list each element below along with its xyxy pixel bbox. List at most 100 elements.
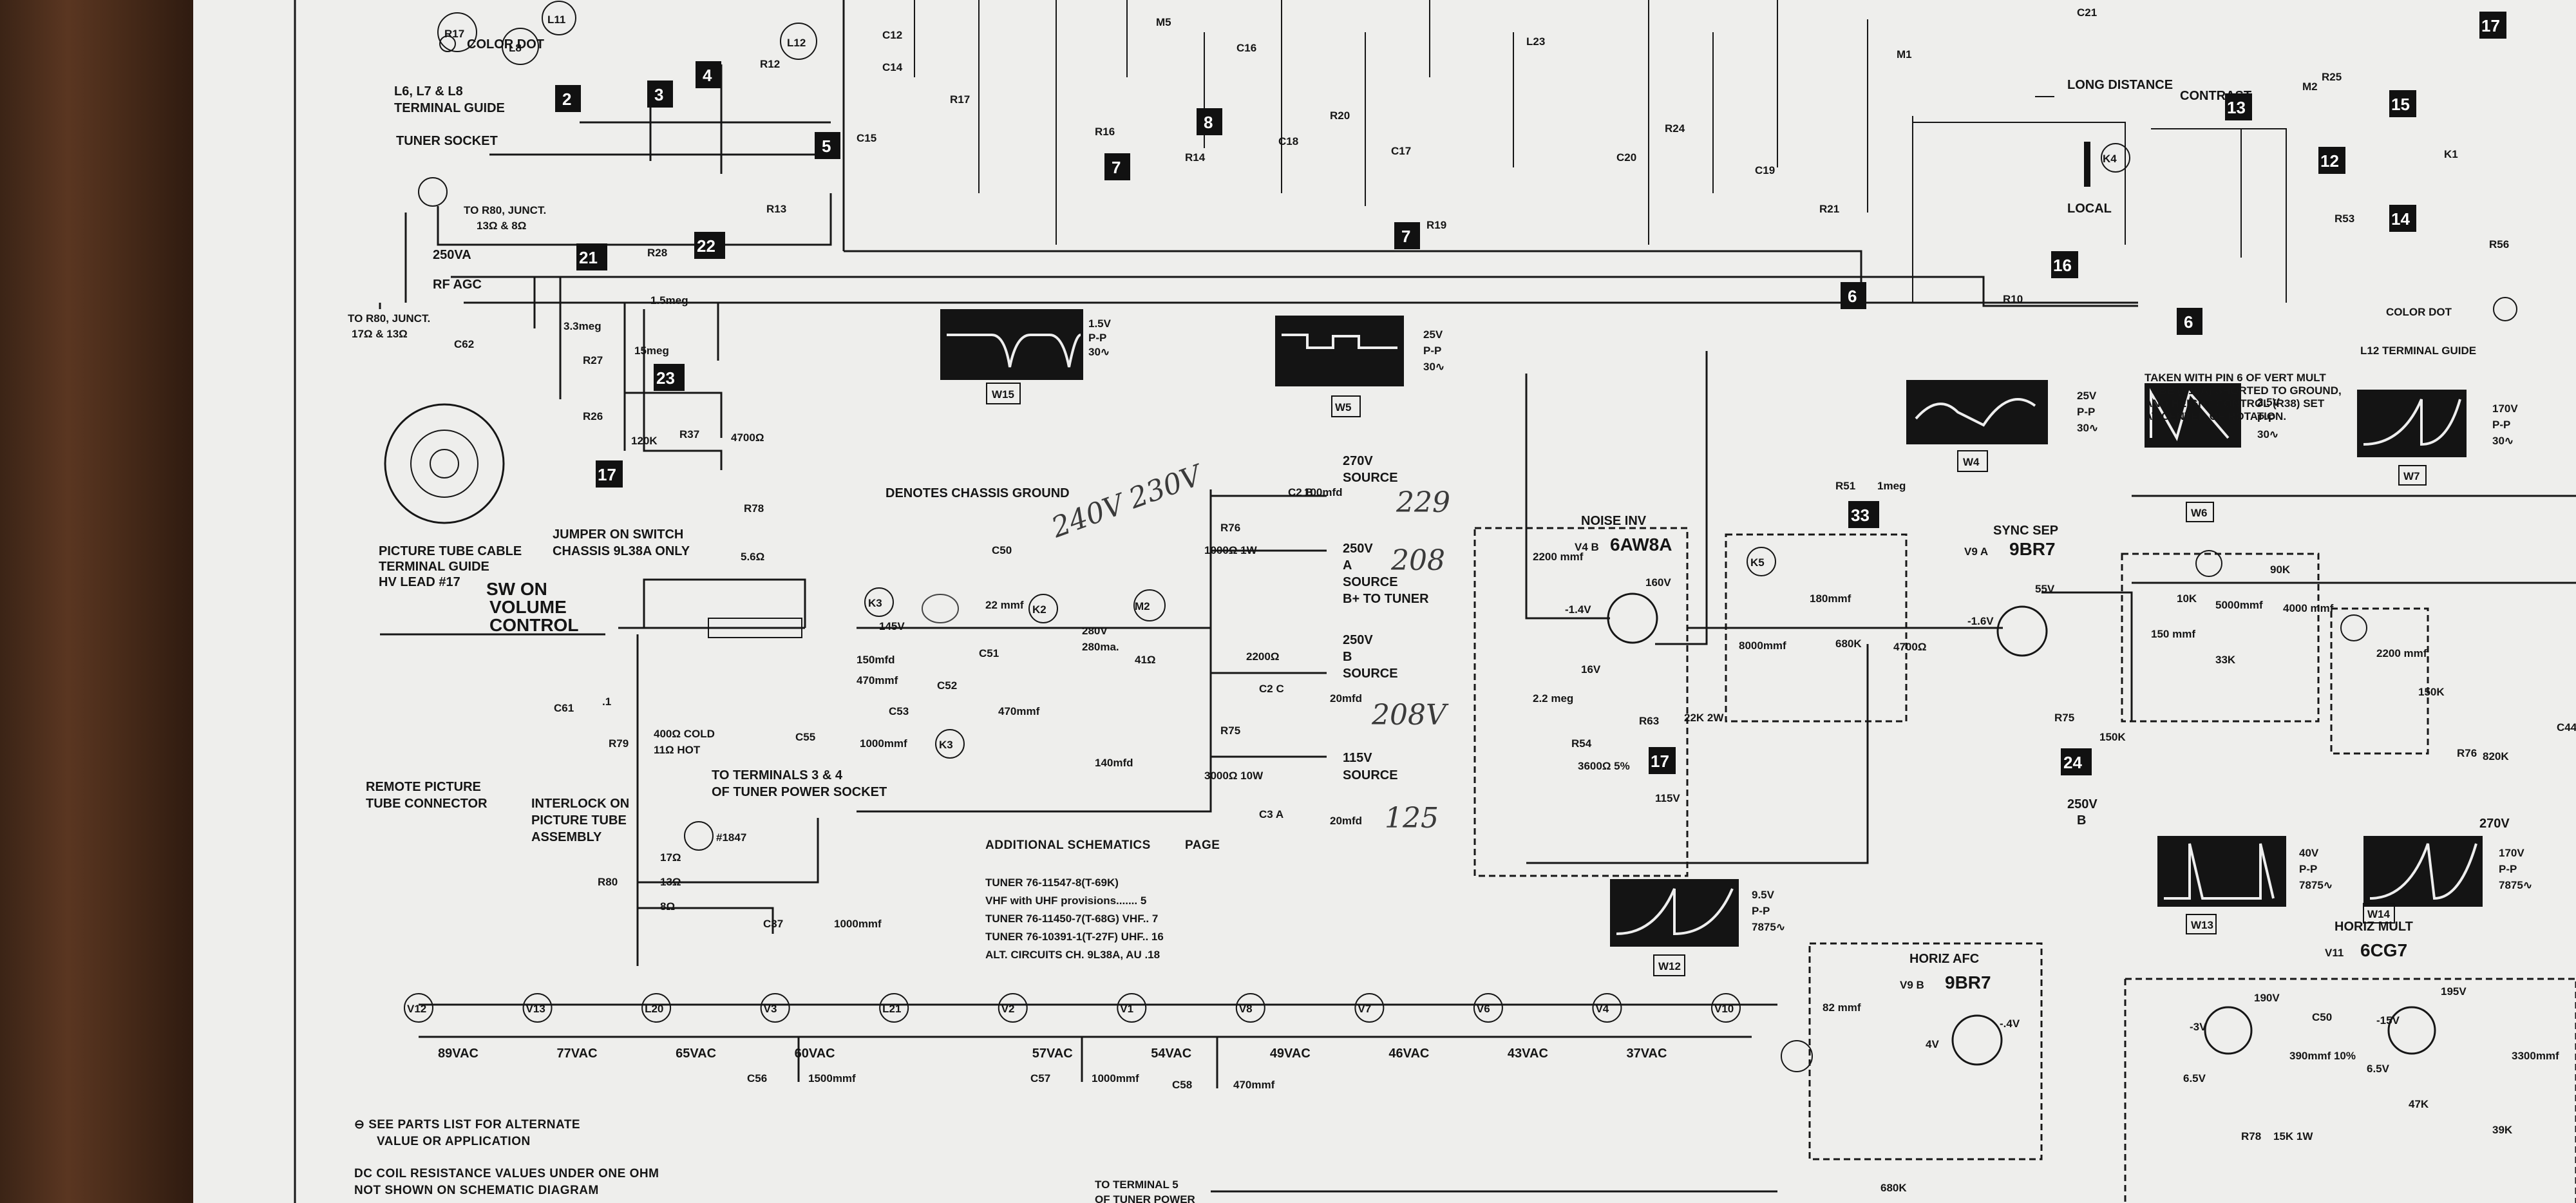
r53-value: 3600Ω 5% xyxy=(1578,760,1630,772)
r-2200-value: 2200Ω xyxy=(1246,650,1279,663)
res-r24-label: R26 xyxy=(583,410,603,422)
power-supply-section: 270V SOURCE C2 B 100mfd 250V A SOURCE B+… xyxy=(795,454,1429,827)
k5-3300-value: 3300mmf xyxy=(2512,1050,2559,1062)
to-terminals-label: TO TERMINALS 3 & 4 xyxy=(712,768,843,782)
v250b-sub-label: B xyxy=(2077,813,2086,828)
coil-l8-label: M1 xyxy=(1897,48,1912,61)
svg-text:ALT. CIRCUITS CH. 9L38A, AU .1: ALT. CIRCUITS CH. 9L38A, AU .18 xyxy=(985,949,1160,961)
filament-tube-label: L21 xyxy=(882,1003,901,1015)
tube-v4b-id: V4 B xyxy=(1575,541,1599,553)
to-r80-label: TO R80, JUNCT. xyxy=(464,204,546,216)
svg-text:P-P: P-P xyxy=(2299,863,2317,875)
long-distance-label: LONG DISTANCE xyxy=(2067,78,2173,92)
filament-tube-label: V8 xyxy=(1239,1003,1253,1015)
tube-v4b-type: 6AW8A xyxy=(1610,535,1672,554)
l12-terminal-guide-label: L12 TERMINAL GUIDE xyxy=(2360,345,2476,357)
svg-text:22: 22 xyxy=(697,236,715,256)
k2-90k-value: 90K xyxy=(2270,564,2291,576)
svg-text:W14: W14 xyxy=(2367,908,2391,920)
svg-text:W12: W12 xyxy=(1658,960,1681,972)
filament-tube-marker xyxy=(1473,993,1503,1023)
filament-tube-label: V4 xyxy=(1595,1003,1609,1015)
v190-label: 190V xyxy=(2254,992,2280,1004)
noise-inv-label: NOISE INV xyxy=(1581,514,1647,528)
svg-text:17: 17 xyxy=(2481,16,2500,35)
svg-text:170V: 170V xyxy=(2492,403,2518,415)
c44-value: 390mmf 10% xyxy=(2289,1050,2356,1062)
source-115v-cap-value: 20mfd xyxy=(1330,815,1362,827)
r79-cold-value: 400Ω COLD xyxy=(654,728,715,740)
long-distance-local-switch: LONG DISTANCE LOCAL CONTRAST COLOR DOT L… xyxy=(1913,78,2517,357)
cap-c54-label: C55 xyxy=(795,731,815,743)
test-point-3: 3 xyxy=(647,81,673,108)
svg-text:DC COIL RESISTANCE VALUES UNDE: DC COIL RESISTANCE VALUES UNDER ONE OHM xyxy=(354,1167,659,1180)
tube-v11-id: V11 xyxy=(2325,947,2344,959)
test-point-15: 15 xyxy=(2389,90,2416,117)
res-r21-label: R25 xyxy=(2322,71,2342,83)
horiz-afc-stage: HORIZ AFC V9 B 9BR7 4V -.4V 82 mmf 680K xyxy=(1781,942,2043,1194)
filament-voltage-label: 43VAC xyxy=(1508,1047,1548,1061)
svg-text:W6: W6 xyxy=(2191,507,2208,519)
r27-value: 4700Ω xyxy=(731,431,764,444)
v195-label: 195V xyxy=(2441,985,2467,998)
svg-text:30∿: 30∿ xyxy=(1088,346,1110,358)
r56-value: 820K xyxy=(2483,750,2509,763)
cap-c52-label: C52 xyxy=(937,679,957,692)
cap-c15-label: C15 xyxy=(857,132,876,144)
terminal-guide-label-2: TERMINAL GUIDE xyxy=(394,101,505,115)
tuner-socket-icon xyxy=(418,177,448,207)
res-r17-label: R20 xyxy=(1330,109,1350,122)
k1-network: K5 180mmf 8000mmf 680K 4700Ω R51 1meg xyxy=(1687,480,1951,723)
bottom-connections: TO TERMINAL 5 OF TUNER POWER xyxy=(1095,1179,1777,1203)
svg-text:P-P: P-P xyxy=(1423,345,1441,357)
test-point-21: 21 xyxy=(576,243,607,270)
coil-l11-label: M2 xyxy=(2302,81,2318,93)
coil-l4-label: L12 xyxy=(787,37,806,49)
coil-l7-label: L23 xyxy=(1526,35,1545,48)
svg-text:C57: C57 xyxy=(1030,1072,1050,1085)
coil-l2-label: L8 xyxy=(509,42,522,54)
svg-text:12: 12 xyxy=(2320,151,2339,171)
k1-180mmf-value: 180mmf xyxy=(1810,592,1852,605)
svg-text:W4: W4 xyxy=(1963,456,1980,468)
cap-c1-label: K3 xyxy=(868,597,882,609)
waveform-w13: 40V P-P 7875∿ W13 xyxy=(2157,836,2333,934)
res-r53-label: R54 xyxy=(1571,737,1592,750)
res-r54-label: R63 xyxy=(1639,715,1659,727)
filament-voltage-label: 60VAC xyxy=(795,1047,835,1061)
res-r13-label: R16 xyxy=(1095,126,1115,138)
svg-text:VALUE OR APPLICATION: VALUE OR APPLICATION xyxy=(377,1135,531,1148)
c54-value: 1000mmf xyxy=(860,737,907,750)
cap-c16-label: C16 xyxy=(1236,42,1256,54)
svg-text:6: 6 xyxy=(2184,312,2193,332)
noise-inverter-stage: NOISE INV V4 B 6AW8A 160V -1.4V 16V 22K … xyxy=(1473,351,1869,877)
volume-label: VOLUME xyxy=(489,597,567,617)
test-point-5: 5 xyxy=(815,132,840,159)
res-r78-label: R78 xyxy=(744,502,764,515)
svg-text:W7: W7 xyxy=(2403,470,2420,482)
c2a-value: 140mfd xyxy=(1095,757,1133,769)
test-point-13: 13 xyxy=(2225,93,2252,120)
svg-text:TUNER 76-11547-8(T-69K): TUNER 76-11547-8(T-69K) xyxy=(985,876,1119,889)
svg-text:17: 17 xyxy=(598,465,616,484)
filament-tube-label: V1 xyxy=(1120,1003,1133,1015)
v4-16v-label: 16V xyxy=(1581,663,1601,676)
res-r14-label: R17 xyxy=(950,93,970,106)
of-tuner-socket-label: OF TUNER POWER SOCKET xyxy=(712,785,887,799)
svg-text:1000mmf: 1000mmf xyxy=(1092,1072,1139,1085)
test-point-12: 12 xyxy=(2318,147,2345,174)
test-point-4: 4 xyxy=(696,61,721,88)
tube-v9a-type: 9BR7 xyxy=(2009,539,2056,559)
svg-text:P-P: P-P xyxy=(2492,419,2510,431)
filament-tube-marker xyxy=(1235,993,1265,1023)
filament-tube-marker xyxy=(641,993,672,1023)
test-point-2: 2 xyxy=(555,85,581,112)
cap-c17-label: C17 xyxy=(1391,145,1411,157)
svg-text:3: 3 xyxy=(654,85,663,104)
source-250va-volts: 250V xyxy=(1343,542,1373,556)
v9-16v-label: -1.6V xyxy=(1967,615,1994,627)
filament-voltage-label: 65VAC xyxy=(676,1047,716,1061)
res-r37-label: R51 xyxy=(1835,480,1855,492)
cap-c62-label: R10 xyxy=(2003,293,2023,305)
